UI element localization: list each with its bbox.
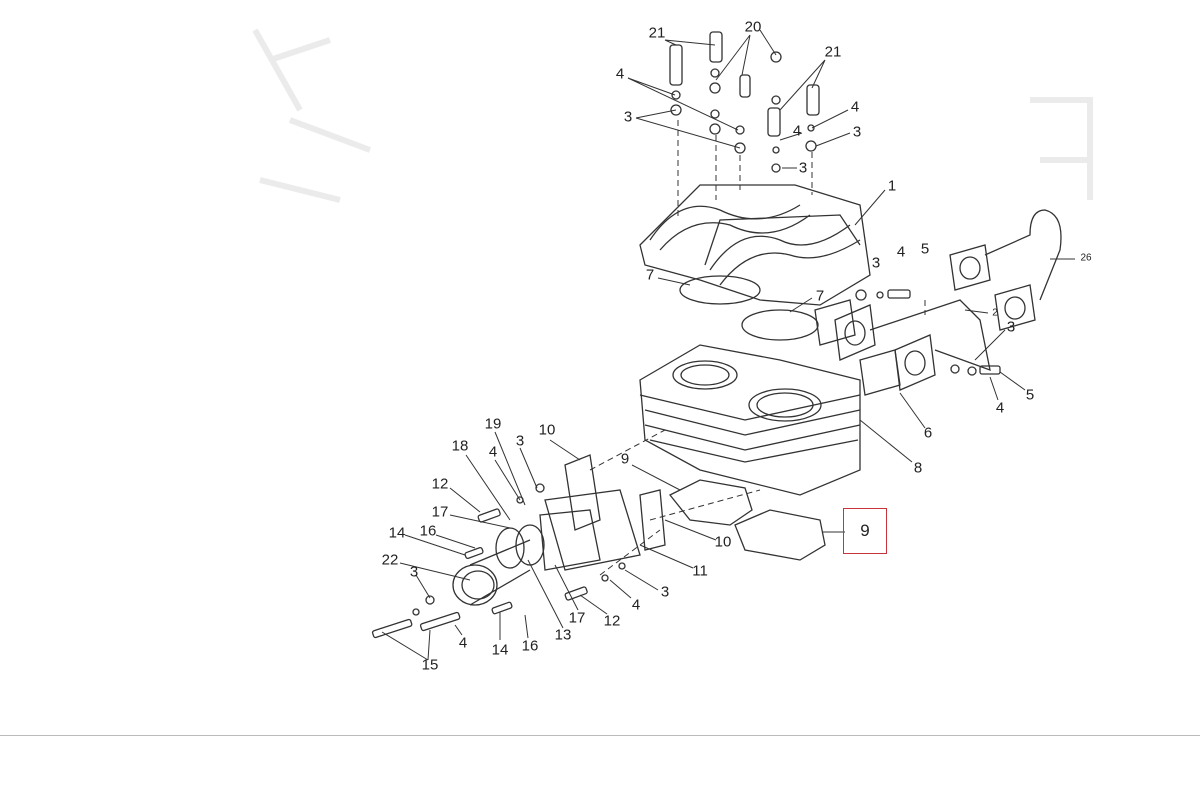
part-label: 4 [458, 634, 468, 652]
divider [0, 735, 1200, 736]
part-label: 4 [995, 399, 1005, 417]
part-label: 2 [992, 307, 998, 319]
head-gasket-left [679, 275, 761, 305]
part-label: 4 [896, 243, 906, 261]
highlighted-part-callout[interactable]: 9 [843, 508, 887, 554]
part-label: 12 [603, 612, 621, 630]
part-label: 13 [554, 626, 572, 644]
part-label: 4 [631, 596, 641, 614]
assembly-lines [589, 300, 926, 576]
exhaust-manifold [814, 299, 991, 396]
part-label: 3 [660, 583, 670, 601]
part-label: 7 [815, 287, 825, 305]
part-label: 3 [852, 123, 862, 141]
part-label: 11 [692, 562, 708, 580]
exhaust-pipe [949, 209, 1062, 331]
part-label: 10 [538, 421, 556, 439]
part-label: 3 [623, 108, 633, 126]
leader-lines [381, 29, 1075, 661]
part-label: 5 [920, 240, 930, 258]
part-label: 4 [488, 443, 498, 461]
cylinder-head [639, 184, 871, 306]
part-label: 14 [388, 524, 406, 542]
part-label: 17 [568, 609, 586, 627]
part-label: 3 [409, 563, 419, 581]
part-label: 10 [714, 533, 732, 551]
intake-fasteners [371, 483, 626, 639]
part-label: 19 [484, 415, 502, 433]
part-label: 16 [419, 522, 437, 540]
part-label: 1 [887, 177, 897, 195]
part-label: 7 [645, 266, 655, 284]
part-label: 5 [1025, 386, 1035, 404]
part-label: 3 [871, 254, 881, 272]
part-label: 12 [431, 475, 449, 493]
head-gasket-right [741, 309, 819, 341]
part-label: 20 [744, 18, 762, 36]
part-label: 26 [1080, 252, 1092, 264]
part-label: 8 [913, 459, 923, 477]
exhaust-fasteners [855, 289, 1001, 376]
part-label: 4 [792, 122, 802, 140]
cylinder-block [639, 344, 861, 496]
part-label: 4 [615, 65, 625, 83]
base-gaskets [668, 479, 826, 561]
intake-assembly [452, 454, 666, 606]
part-label: 4 [850, 98, 860, 116]
part-label: 18 [451, 437, 469, 455]
part-label: 9 [620, 450, 630, 468]
part-label: 22 [381, 551, 399, 569]
part-label: 15 [421, 656, 439, 674]
part-label: 17 [431, 503, 449, 521]
part-label: 14 [491, 641, 509, 659]
part-label: 3 [1006, 318, 1016, 336]
part-label: 16 [521, 637, 539, 655]
part-label: 3 [798, 159, 808, 177]
part-label: 3 [515, 432, 525, 450]
part-label: 21 [824, 43, 842, 61]
part-label: 21 [648, 24, 666, 42]
part-label: 6 [923, 424, 933, 442]
watermark [252, 28, 1093, 203]
